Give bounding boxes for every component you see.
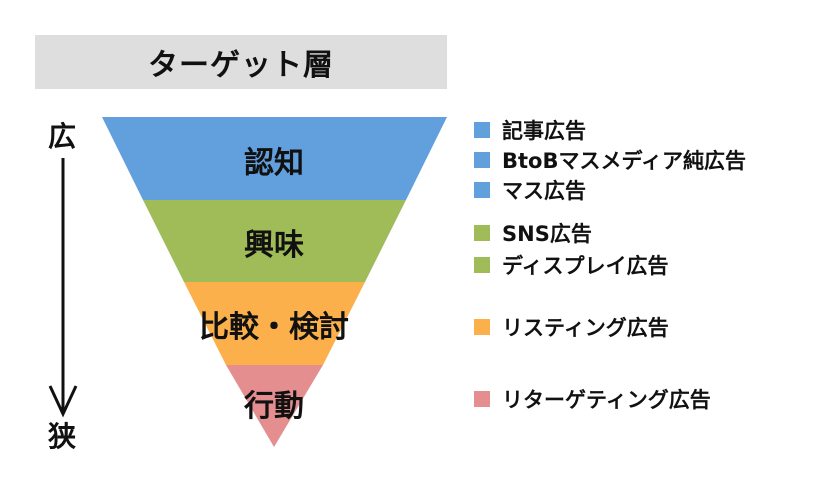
legend-item: リターゲティング広告 bbox=[474, 384, 711, 414]
legend-item: SNS広告 bbox=[474, 218, 592, 248]
legend-swatch bbox=[474, 257, 490, 273]
funnel-stage-awareness bbox=[102, 117, 447, 200]
legend-swatch bbox=[474, 319, 490, 335]
legend-item: ディスプレイ広告 bbox=[474, 250, 669, 280]
legend-label: リスティング広告 bbox=[502, 316, 669, 340]
legend-label: SNS広告 bbox=[502, 222, 592, 246]
stage-label-action: 行動 bbox=[244, 389, 304, 424]
stage-label-compare: 比較・検討 bbox=[199, 310, 349, 345]
legend-item: リスティング広告 bbox=[474, 312, 669, 342]
legend-swatch bbox=[474, 391, 490, 407]
target-layer-header: ターゲット層 bbox=[35, 35, 447, 89]
legend-swatch bbox=[474, 122, 490, 138]
legend-label: マス広告 bbox=[502, 179, 586, 203]
legend-item: マス広告 bbox=[474, 175, 586, 205]
legend-swatch bbox=[474, 225, 490, 241]
scale-wide-label: 広 bbox=[47, 120, 76, 153]
stage-label-interest: 興味 bbox=[244, 228, 304, 263]
legend-item: 記事広告 bbox=[474, 115, 586, 145]
legend-label: ディスプレイ広告 bbox=[502, 254, 669, 278]
header-title: ターゲット層 bbox=[148, 48, 334, 83]
funnel-stage-compare bbox=[184, 282, 365, 365]
funnel-stage-action bbox=[226, 365, 323, 447]
legend-swatch bbox=[474, 152, 490, 168]
scale-narrow-label: 狭 bbox=[47, 420, 76, 453]
legend-swatch bbox=[474, 182, 490, 198]
down-arrow-icon bbox=[48, 158, 78, 418]
legend-item: BtoBマスメディア純広告 bbox=[474, 145, 746, 175]
legend-label: リターゲティング広告 bbox=[502, 388, 711, 412]
stage-label-awareness: 認知 bbox=[244, 146, 304, 181]
legend-label: 記事広告 bbox=[502, 119, 586, 143]
legend-label: BtoBマスメディア純広告 bbox=[502, 149, 747, 173]
funnel-stage-interest bbox=[143, 200, 406, 282]
